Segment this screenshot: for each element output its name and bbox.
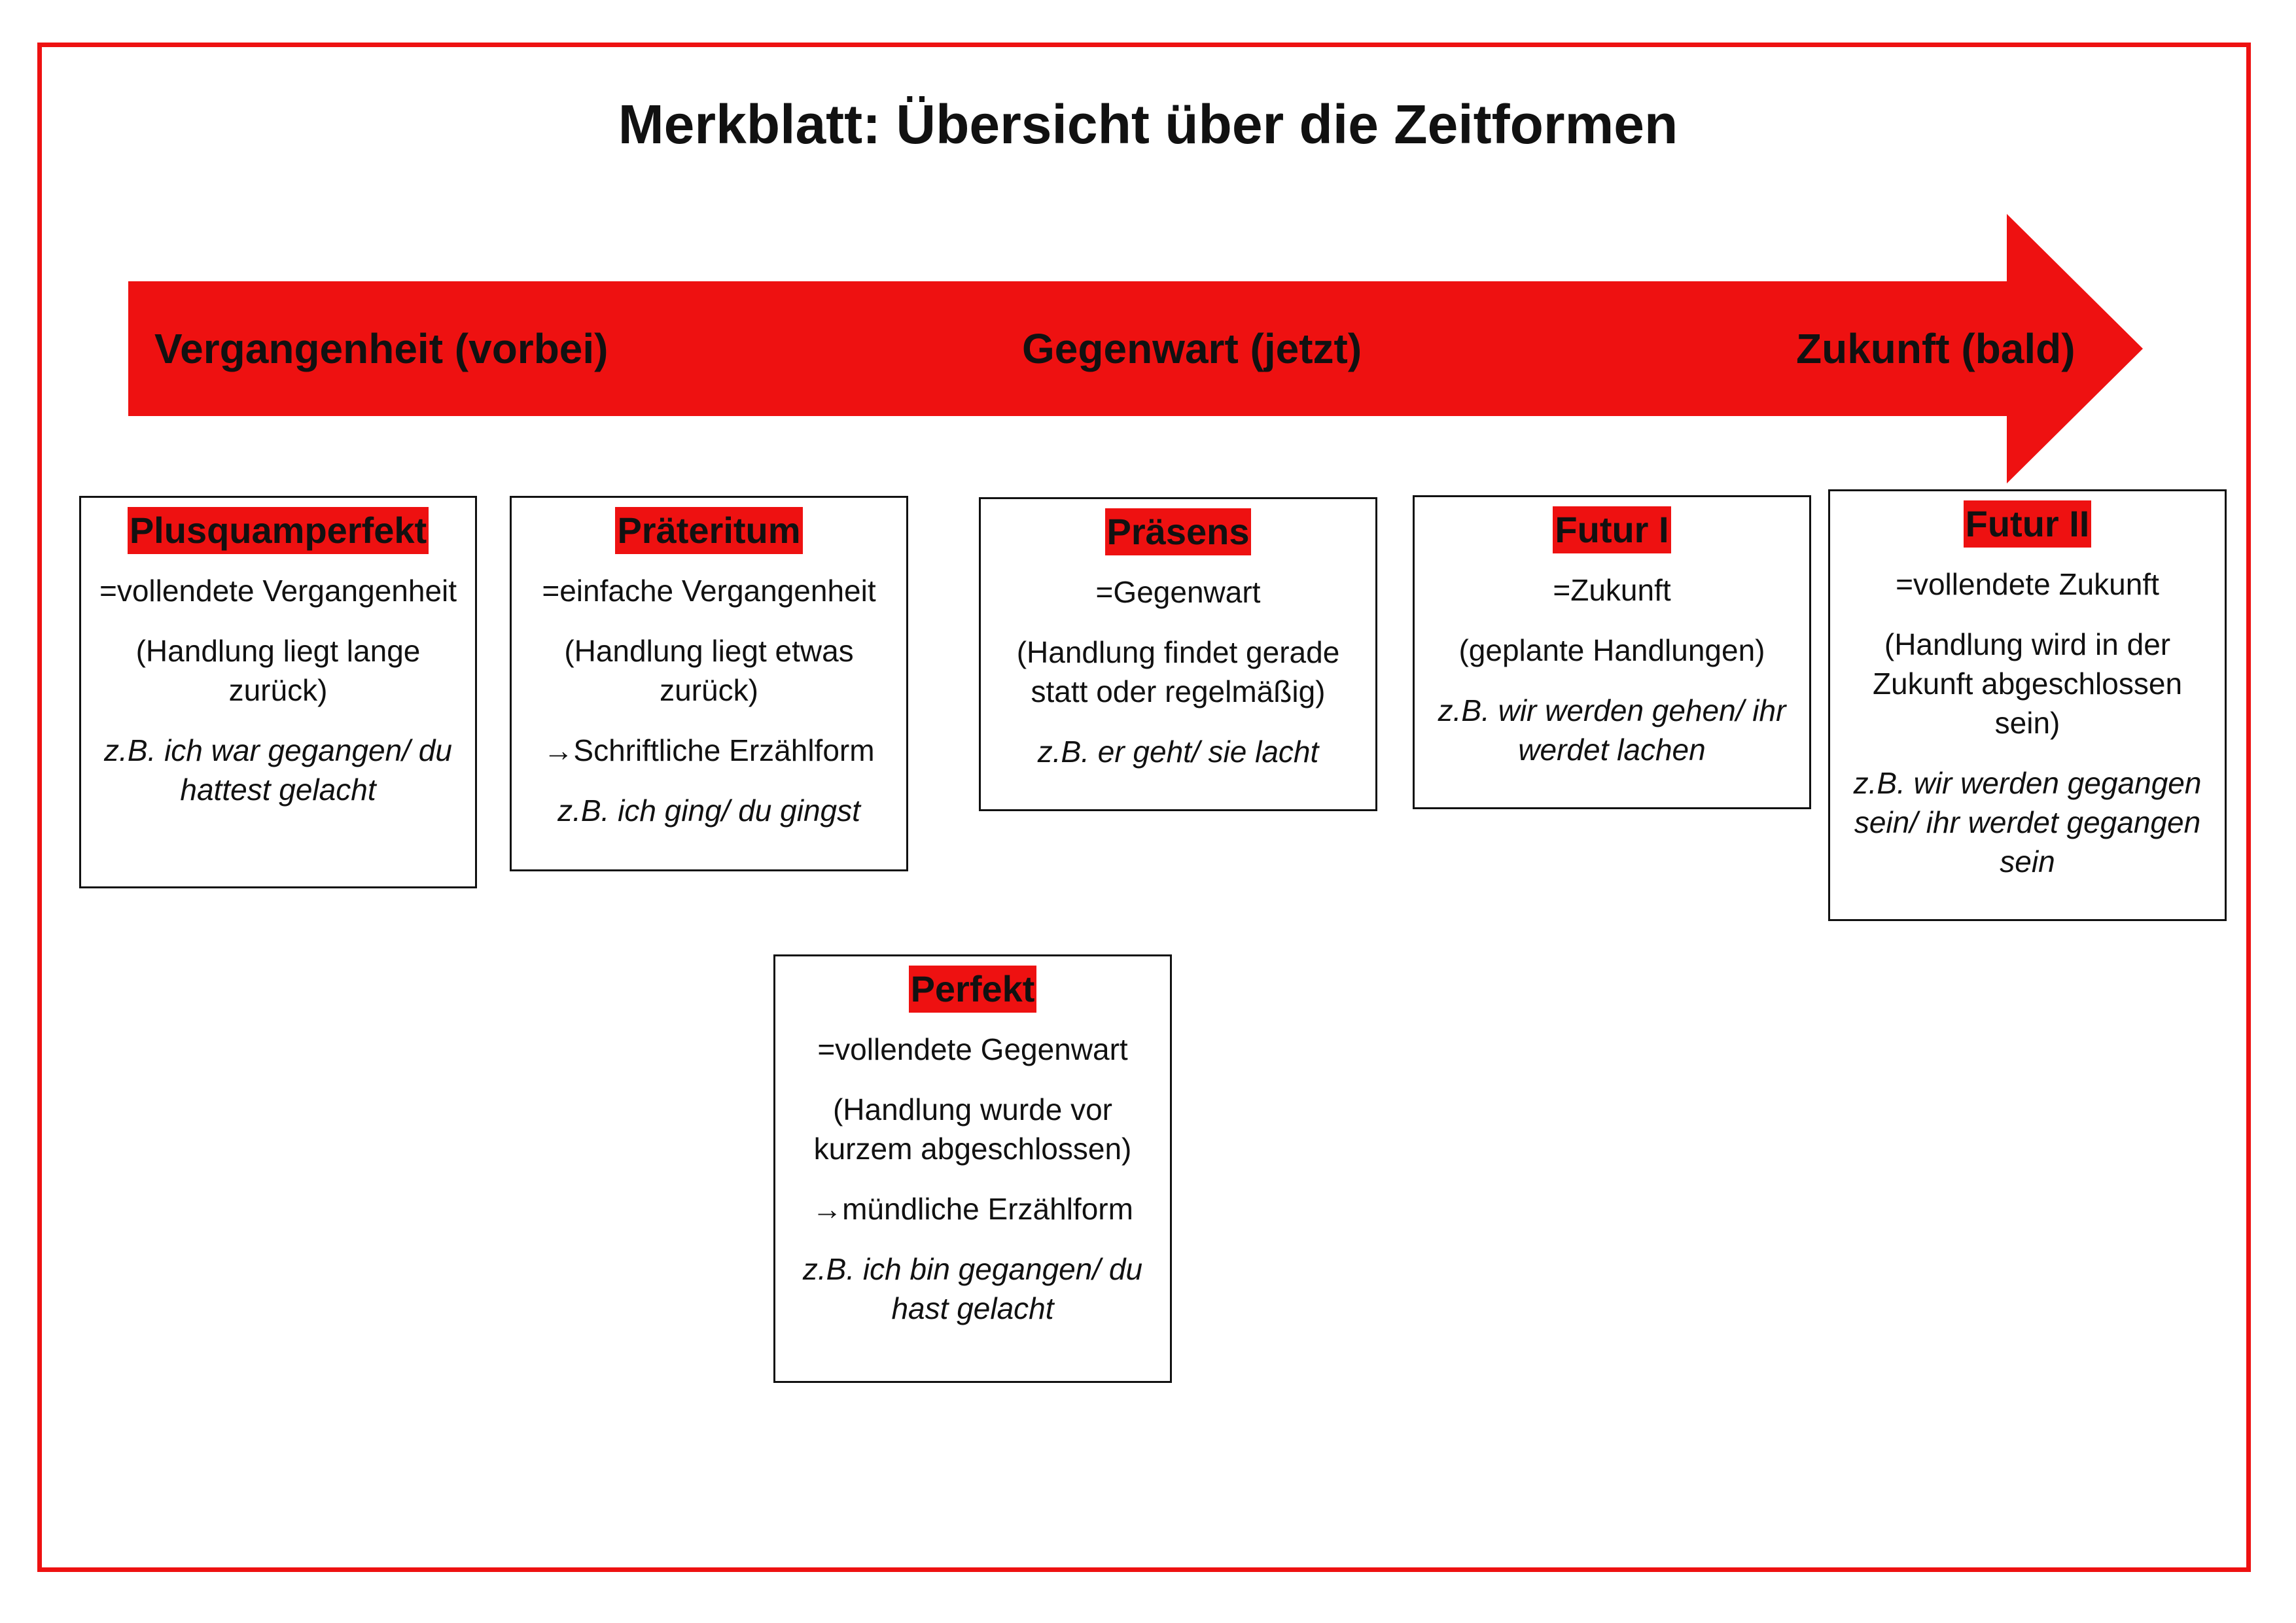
tense-name: Futur I (1553, 506, 1671, 553)
timeline-label-future: Zukunft (bald) (1796, 325, 2075, 372)
tense-name: Perfekt (908, 966, 1037, 1013)
tense-card-praeteritum: Präteritum =einfache Vergangenheit (Hand… (510, 496, 908, 871)
tense-example: z.B. wir werden gehen/ ihr werdet lachen (1438, 693, 1786, 767)
timeline-arrow (128, 214, 2143, 483)
timeline-label-past: Vergangenheit (vorbei) (154, 325, 609, 372)
tense-name: Futur II (1963, 500, 2092, 548)
tense-meaning: =einfache Vergangenheit (542, 574, 876, 608)
tense-card-futur1: Futur I =Zukunft (geplante Handlungen) z… (1413, 495, 1811, 809)
timeline-arrow-shape (128, 214, 2143, 483)
tense-description: (Handlung liegt etwas zurück) (564, 634, 854, 707)
tense-description: (Handlung wird in der Zukunft abgeschlos… (1872, 627, 2183, 740)
tense-card-plusquamperfekt: Plusquamperfekt =vollendete Vergangenhei… (79, 496, 477, 888)
tense-example: z.B. er geht/ sie lacht (1037, 735, 1319, 769)
tense-description: (geplante Handlungen) (1458, 633, 1765, 667)
tense-card-futur2: Futur II =vollendete Zukunft (Handlung w… (1828, 489, 2227, 921)
tense-meaning: =vollendete Gegenwart (817, 1032, 1128, 1066)
tense-meaning: =Zukunft (1553, 573, 1671, 607)
tense-example: z.B. ich bin gegangen/ du hast gelacht (802, 1252, 1143, 1325)
tense-meaning: =Gegenwart (1095, 575, 1261, 609)
tense-meaning: =vollendete Zukunft (1896, 567, 2159, 601)
tense-name: Plusquamperfekt (127, 507, 429, 554)
tense-usage: →Schriftliche Erzählform (543, 733, 875, 767)
timeline-label-present: Gegenwart (jetzt) (1022, 325, 1362, 372)
tense-example: z.B. ich war gegangen/ du hattest gelach… (104, 733, 452, 807)
tense-usage: →mündliche Erzählform (812, 1192, 1133, 1226)
page-title: Merkblatt: Übersicht über die Zeitformen (618, 94, 1678, 155)
tense-description: (Handlung findet gerade statt oder regel… (1016, 635, 1340, 708)
tense-example: z.B. ich ging/ du gingst (557, 794, 860, 828)
tense-card-perfekt: Perfekt =vollendete Gegenwart (Handlung … (773, 954, 1172, 1383)
tense-description: (Handlung wurde vor kurzem abgeschlossen… (813, 1092, 1132, 1166)
tense-example: z.B. wir werden gegangen sein/ ihr werde… (1853, 766, 2202, 879)
tense-name: Präsens (1104, 508, 1252, 555)
tense-card-praesens: Präsens =Gegenwart (Handlung findet gera… (979, 497, 1377, 811)
page-border (37, 43, 2251, 1572)
tense-name: Präteritum (615, 507, 803, 554)
tense-description: (Handlung liegt lange zurück) (135, 634, 421, 707)
tense-meaning: =vollendete Vergangenheit (99, 574, 457, 608)
